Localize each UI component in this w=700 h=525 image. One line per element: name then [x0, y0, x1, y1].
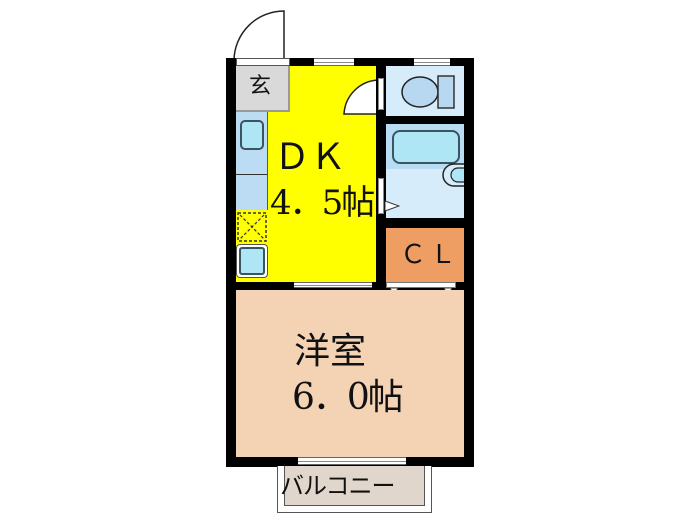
dk-right-wall: [376, 66, 386, 282]
bath-closet-wall: [386, 218, 464, 228]
balcony-label: バルコニー: [280, 472, 396, 500]
bathtub-icon: [392, 130, 460, 164]
western-room: 洋室 6．0帖: [236, 290, 464, 457]
toilet-icon: [401, 75, 455, 109]
dk-label: ＤＫ: [274, 137, 347, 178]
sink-icon: [240, 120, 264, 150]
toilet-top-window: [414, 58, 450, 66]
dk-top-window: [314, 58, 354, 66]
fridge-space-icon: [236, 244, 268, 278]
closet-room: ＣＬ: [386, 228, 464, 282]
closet-label: ＣＬ: [400, 240, 461, 270]
western-room-door-opening: [294, 282, 372, 288]
balcony-sliding-window: [298, 457, 406, 465]
dk-size-label: 4．5帖: [270, 183, 375, 223]
bath-door-marker-icon: [384, 200, 400, 212]
balcony: バルコニー: [277, 466, 432, 513]
washing-machine-space-icon: [237, 212, 267, 242]
western-room-label: 洋室: [294, 331, 367, 372]
genkan-room: 玄: [236, 66, 290, 112]
genkan-label: 玄: [249, 74, 272, 99]
stove-icon: [236, 174, 268, 210]
toilet-room: [386, 66, 464, 116]
washbasin-icon: [442, 163, 464, 187]
closet-door-opening: [386, 282, 456, 288]
bath-door-opening: [378, 178, 384, 214]
bath-room: [386, 124, 464, 218]
entrance-door-opening: [236, 58, 290, 66]
entrance-door-swing-icon: [233, 10, 285, 61]
toilet-bath-wall: [386, 116, 464, 124]
toilet-door-opening: [378, 78, 384, 110]
western-room-size-label: 6．0帖: [292, 377, 404, 418]
